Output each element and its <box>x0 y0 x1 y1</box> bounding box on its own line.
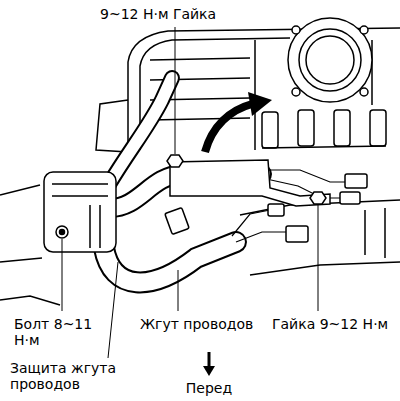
harness-protector <box>56 226 68 238</box>
throttle-body <box>288 18 372 102</box>
leader-lines <box>62 27 318 358</box>
connectors <box>340 192 360 204</box>
injectors <box>262 112 278 148</box>
torque-label: Болт 8~11 Н·м <box>14 316 98 348</box>
harness-bracket <box>167 155 183 167</box>
front-arrow <box>203 352 215 376</box>
removal-arrow <box>248 92 272 116</box>
engine-head <box>365 208 385 258</box>
torque-label: 9~12 Н·м Гайка <box>100 6 216 22</box>
connectors <box>268 204 284 216</box>
harness-bracket <box>310 192 326 204</box>
injectors <box>262 146 386 148</box>
connectors <box>286 226 308 242</box>
harness-tubes <box>104 242 236 282</box>
throttle-body <box>360 88 368 96</box>
injectors <box>262 110 386 148</box>
harness-protector <box>44 172 116 252</box>
harness-wires <box>262 170 352 182</box>
part-label: Жгут проводов <box>140 316 253 332</box>
throttle-body <box>292 26 300 34</box>
front-arrow <box>208 352 211 368</box>
part-label: Защита жгута проводов <box>10 360 122 392</box>
injectors <box>334 110 350 146</box>
torque-label: Гайка 9~12 Н·м <box>272 316 388 332</box>
connectors <box>165 208 189 235</box>
connectors <box>345 174 367 188</box>
engine-head <box>0 28 400 305</box>
leader-lines <box>318 205 319 311</box>
injectors <box>370 110 386 146</box>
removal-arrow <box>205 104 252 152</box>
front-arrow <box>203 366 215 376</box>
throttle-body <box>306 36 354 84</box>
harness-bracket <box>170 160 330 206</box>
leader-lines <box>62 239 63 311</box>
throttle-body <box>292 88 300 96</box>
harness-bracket <box>167 155 330 206</box>
harness-protector <box>44 172 116 252</box>
harness-tubes <box>104 242 236 282</box>
leader-lines <box>178 270 179 311</box>
direction-label: Перед <box>186 380 232 396</box>
harness-wires <box>232 210 270 236</box>
leader-lines <box>108 262 118 358</box>
throttle-body <box>299 29 361 91</box>
removal-arrow <box>205 92 272 152</box>
engine-head <box>96 100 128 152</box>
throttle-body <box>360 26 368 34</box>
leader-lines <box>175 27 176 154</box>
harness-protector <box>60 230 65 235</box>
injectors <box>298 110 314 146</box>
harness-wires <box>236 232 290 242</box>
harness-protector <box>52 184 108 248</box>
throttle-body <box>288 18 372 102</box>
